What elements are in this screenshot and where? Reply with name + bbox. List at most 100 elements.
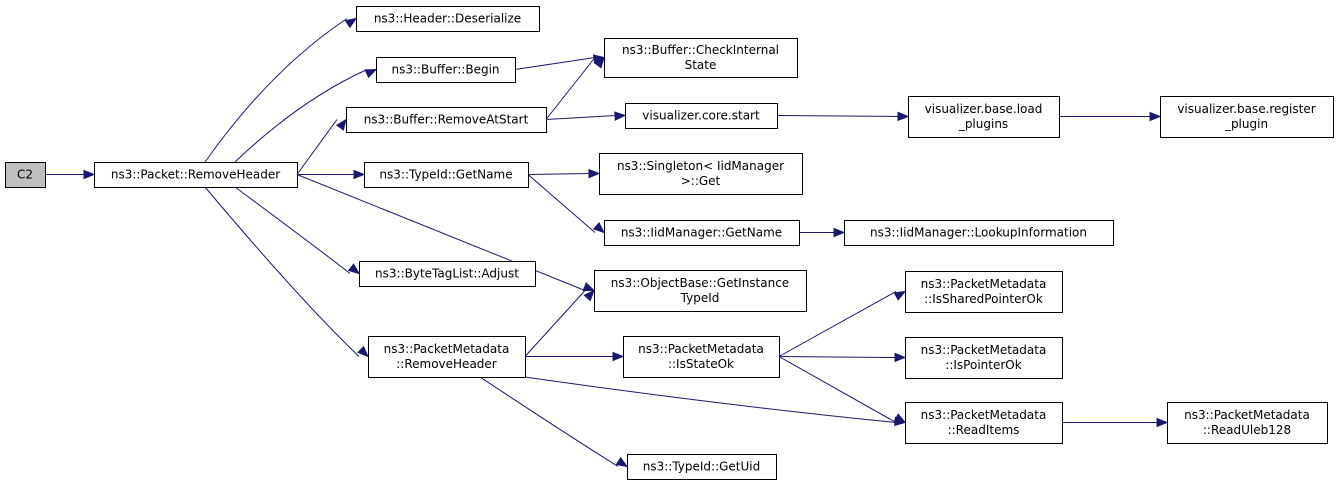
edge-pm_removeheader-to-pm_readitems (524, 376, 897, 423)
node-box[interactable] (376, 57, 516, 83)
arrowhead-pm_readitems-to-pm_readuleb (1156, 417, 1169, 428)
edge-removeheader-to-buf_begin (234, 69, 368, 163)
node-label: >::Get (681, 174, 721, 188)
node-box[interactable] (905, 337, 1063, 379)
node-bytetag_adjust[interactable]: ns3::ByteTagList::Adjust (359, 261, 536, 287)
node-label: ::RemoveHeader (396, 357, 497, 371)
node-hdr_deser[interactable]: ns3::Header::Deserialize (356, 6, 540, 32)
node-label: ns3::TypeId::GetUid (643, 460, 761, 474)
edge-removeheader-to-bytetag_adjust (234, 186, 351, 274)
node-box[interactable] (346, 107, 547, 133)
node-box[interactable] (905, 271, 1063, 313)
node-singleton_get[interactable]: ns3::Singleton< IidManager>::Get (599, 153, 803, 195)
arrowhead-removeheader-to-pm_removeheader (357, 345, 369, 358)
arrowhead-buf_removeatstart-to-buf_check (593, 56, 605, 69)
nodes-layer: C2 ns3::Packet::RemoveHeader ns3::Header::… (5, 6, 1334, 480)
node-box[interactable] (594, 270, 807, 312)
node-box[interactable] (94, 162, 298, 188)
node-pm_ispointer[interactable]: ns3::PacketMetadata::IsPointerOk (905, 337, 1063, 379)
node-label: ns3::PacketMetadata (921, 343, 1047, 357)
arrowhead-removeheader-to-hdr_deser (344, 17, 358, 29)
arrowhead-viz_load-to-viz_register (1149, 111, 1162, 122)
node-box[interactable] (359, 261, 536, 287)
node-box[interactable] (1160, 96, 1334, 138)
arrowhead-pm_removeheader-to-pm_isstateok (612, 351, 625, 362)
node-box[interactable] (908, 96, 1060, 138)
node-label: ns3::IidManager::GetName (621, 226, 782, 240)
node-pm_isstateok[interactable]: ns3::PacketMetadata::IsStateOk (623, 336, 780, 378)
node-pm_readuleb[interactable]: ns3::PacketMetadata::ReadUleb128 (1167, 402, 1328, 444)
arrowhead-removeheader-to-buf_begin (364, 68, 378, 79)
node-label: TypeId (680, 291, 720, 305)
arrowhead-c2-to-removeheader (83, 169, 96, 180)
node-label: visualizer.base.load (925, 102, 1043, 116)
edge-pm_isstateok-to-pm_readitems (778, 356, 897, 423)
edge-removeheader-to-buf_removeatstart (296, 119, 338, 175)
node-label: ::IsSharedPointerOk (924, 292, 1043, 306)
edge-pm_removeheader-to-objbase_getinst (524, 290, 586, 357)
edge-pm_removeheader-to-typeid_getuid (479, 376, 619, 467)
node-label: ns3::ObjectBase::GetInstance (611, 276, 789, 290)
node-box[interactable] (5, 162, 46, 188)
node-box[interactable] (604, 220, 800, 246)
arrowhead-removeheader-to-buf_removeatstart (335, 118, 347, 131)
edge-viz_start-to-viz_load (776, 115, 900, 117)
edge-removeheader-to-hdr_deser (204, 18, 348, 163)
node-box[interactable] (356, 6, 540, 32)
node-label: ns3::Buffer::RemoveAtStart (364, 113, 529, 127)
node-pm_readitems[interactable]: ns3::PacketMetadata::ReadItems (905, 402, 1063, 444)
arrowhead-viz_start-to-viz_load (897, 111, 910, 122)
node-box[interactable] (844, 220, 1114, 246)
edge-pm_isstateok-to-pm_ispointer (778, 356, 897, 358)
node-viz_register[interactable]: visualizer.base.register_plugin (1160, 96, 1334, 138)
node-iid_lookup[interactable]: ns3::IidManager::LookupInformation (844, 220, 1114, 246)
node-label: ns3::Buffer::Begin (391, 63, 499, 77)
node-label: State (685, 58, 717, 72)
node-box[interactable] (625, 103, 778, 129)
node-label: ns3::PacketMetadata (384, 342, 510, 356)
arrowhead-pm_isstateok-to-pm_readitems (893, 413, 907, 424)
node-label: ns3::IidManager::LookupInformation (870, 226, 1087, 240)
node-label: ns3::PacketMetadata (921, 277, 1047, 291)
node-box[interactable] (905, 402, 1063, 444)
node-box[interactable] (604, 38, 798, 78)
node-label: ns3::Packet::RemoveHeader (111, 168, 280, 182)
arrowhead-removeheader-to-typeid_getname (353, 169, 366, 180)
node-buf_removeatstart[interactable]: ns3::Buffer::RemoveAtStart (346, 107, 547, 133)
node-viz_load[interactable]: visualizer.base.load_plugins (908, 96, 1060, 138)
edge-buf_removeatstart-to-buf_check (545, 57, 596, 120)
arrowhead-pm_isstateok-to-pm_isshared (893, 290, 907, 301)
node-label: ns3::Singleton< IidManager (617, 159, 784, 173)
node-removeheader[interactable]: ns3::Packet::RemoveHeader (94, 162, 298, 188)
node-c2[interactable]: C2 (5, 162, 46, 188)
arrowhead-typeid_getname-to-iid_getname (592, 222, 606, 234)
arrowhead-pm_isstateok-to-pm_ispointer (894, 352, 907, 363)
node-pm_isshared[interactable]: ns3::PacketMetadata::IsSharedPointerOk (905, 271, 1063, 313)
node-box[interactable] (623, 336, 780, 378)
node-buf_begin[interactable]: ns3::Buffer::Begin (376, 57, 516, 83)
edge-buf_begin-to-buf_check (514, 57, 596, 70)
edge-typeid_getname-to-singleton_get (527, 173, 591, 175)
node-viz_start[interactable]: visualizer.core.start (625, 103, 778, 129)
edge-buf_removeatstart-to-viz_start (545, 115, 617, 120)
edge-removeheader-to-objbase_getinst (296, 174, 586, 291)
node-box[interactable] (368, 336, 526, 378)
arrowhead-removeheader-to-objbase_getinst (582, 282, 596, 292)
node-typeid_getname[interactable]: ns3::TypeId::GetName (364, 162, 529, 188)
node-label: ns3::PacketMetadata (1184, 408, 1310, 422)
node-box[interactable] (627, 454, 777, 480)
node-pm_removeheader[interactable]: ns3::PacketMetadata::RemoveHeader (368, 336, 526, 378)
arrowhead-buf_removeatstart-to-viz_start (614, 111, 627, 121)
node-label: _plugins (958, 117, 1008, 131)
node-label: ::ReadUleb128 (1203, 423, 1291, 437)
node-label: visualizer.base.register (1177, 102, 1315, 116)
node-box[interactable] (1167, 402, 1328, 444)
arrowhead-pm_removeheader-to-objbase_getinst (583, 289, 595, 302)
node-iid_getname[interactable]: ns3::IidManager::GetName (604, 220, 800, 246)
node-box[interactable] (599, 153, 803, 195)
node-typeid_getuid[interactable]: ns3::TypeId::GetUid (627, 454, 777, 480)
node-box[interactable] (364, 162, 529, 188)
